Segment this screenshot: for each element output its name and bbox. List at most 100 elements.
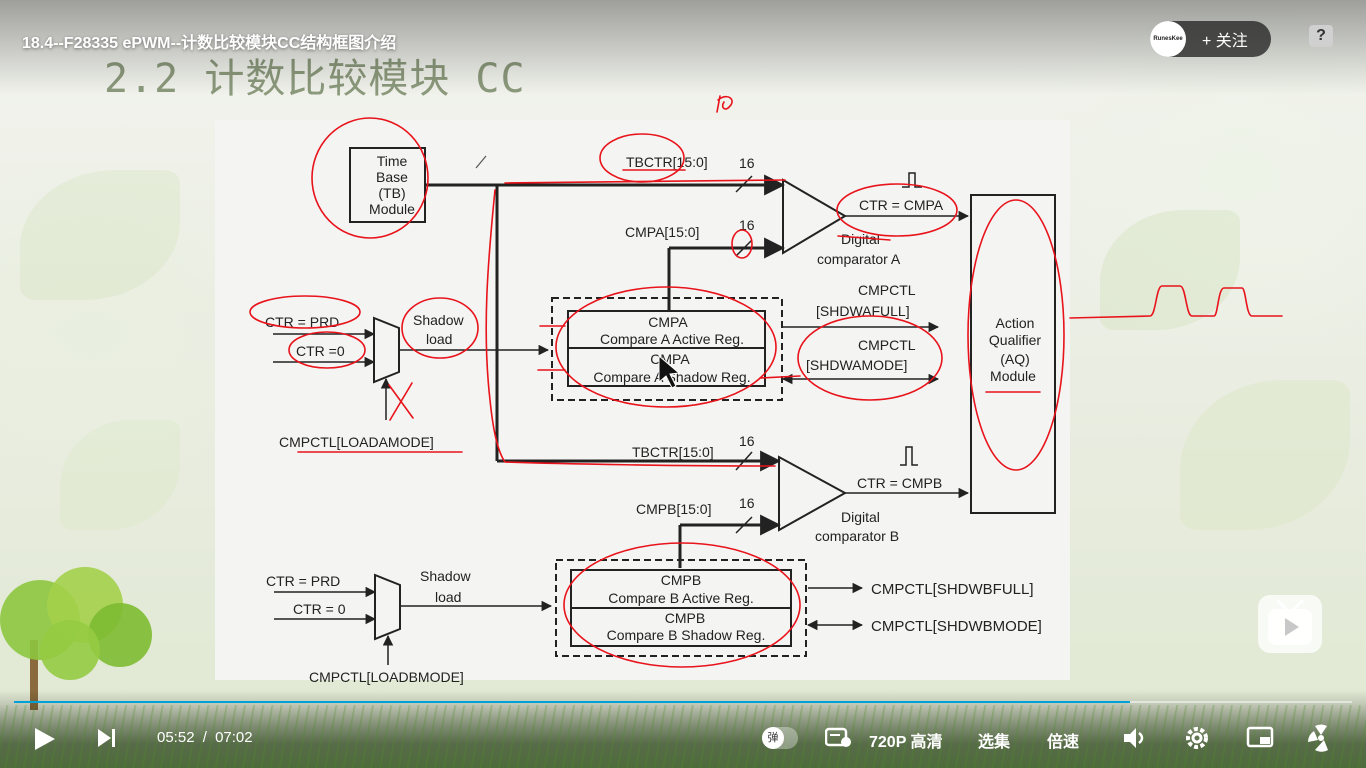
shadow-load-a-label-1: Shadow bbox=[413, 312, 464, 328]
bus-width-slash bbox=[735, 239, 753, 257]
episodes-button[interactable]: 选集 bbox=[978, 734, 1011, 751]
aq-module-label-3: (AQ) bbox=[1000, 351, 1030, 367]
annotation-circle-shdwamode bbox=[797, 315, 943, 401]
annotation-circle-tb bbox=[311, 117, 429, 239]
barrage-toggle[interactable]: 弹 bbox=[762, 727, 798, 749]
aq-module-label-2: Qualifier bbox=[989, 332, 1041, 348]
picture-in-picture-icon[interactable] bbox=[1246, 726, 1274, 750]
annotation-bus-highlight bbox=[485, 189, 776, 467]
bus-width-slash bbox=[735, 451, 753, 471]
shdwamode-label-2: [SHDWAMODE] bbox=[806, 357, 907, 373]
shadow-load-mux-a bbox=[373, 316, 400, 384]
shadow-load-a-label-2: load bbox=[426, 331, 452, 347]
bus-width-slash bbox=[735, 516, 753, 534]
shdwamode-label-1: CMPCTL bbox=[858, 337, 916, 353]
annotation-x-mark bbox=[388, 382, 414, 421]
annotation-tbctr-underline bbox=[504, 179, 786, 184]
annotation-circle-cmpa-regs bbox=[555, 286, 777, 408]
tbctr-bottom-label: TBCTR[15:0] bbox=[632, 444, 714, 460]
annotation-circle-cmpb-regs bbox=[563, 542, 801, 668]
top-overlay bbox=[0, 0, 1366, 95]
web-fullscreen-icon[interactable] bbox=[1307, 724, 1335, 752]
cmpa-register-group bbox=[551, 297, 783, 401]
pulse-symbol-a bbox=[902, 172, 922, 188]
ctr-zero-b-label: CTR = 0 bbox=[293, 601, 346, 617]
cmpb-active-sub: Compare B Active Reg. bbox=[608, 590, 754, 606]
cmpa-shadow-title: CMPA bbox=[650, 351, 690, 367]
speed-button[interactable]: 倍速 bbox=[1047, 734, 1080, 751]
cmpa-active-title: CMPA bbox=[648, 314, 688, 330]
cmpb-active-title: CMPB bbox=[661, 572, 701, 588]
slide-title: 2.2 计数比较模块 CC bbox=[104, 46, 526, 104]
follow-label: + 关注 bbox=[1202, 33, 1248, 50]
cc-block-diagram: Time Base (TB) Module TBCTR[15:0] 16 TBC… bbox=[249, 95, 1283, 685]
bus-width-cmpb-label: 16 bbox=[739, 495, 755, 511]
quality-button[interactable]: 720P 高清 bbox=[869, 734, 943, 751]
tree-decoration bbox=[0, 567, 152, 710]
next-icon[interactable] bbox=[97, 728, 117, 748]
ctr-eq-cmpa-label: CTR = CMPA bbox=[859, 197, 944, 213]
annotation-circle-ctr-prd bbox=[249, 295, 361, 329]
settings-gear-icon[interactable] bbox=[1184, 725, 1210, 751]
digital-comparator-b-label-1: Digital bbox=[841, 509, 880, 525]
digital-comparator-a-shape bbox=[782, 178, 847, 255]
cmpb-register-group bbox=[555, 559, 807, 657]
cmpa-shadow-register bbox=[567, 347, 766, 387]
volume-icon[interactable] bbox=[1122, 726, 1148, 750]
barrage-settings-icon[interactable] bbox=[825, 727, 853, 749]
shdwafull-label-1: CMPCTL bbox=[858, 282, 916, 298]
cmpa-active-sub: Compare A Active Reg. bbox=[600, 331, 744, 347]
shadow-load-mux-b bbox=[374, 573, 401, 641]
barrage-label: 弹 bbox=[762, 727, 784, 749]
current-time: 05:52 bbox=[157, 729, 195, 746]
playback-time: 05:52 / 07:02 bbox=[157, 729, 253, 746]
cmpb-shadow-sub: Compare B Shadow Reg. bbox=[607, 627, 766, 643]
annotation-digital-underline bbox=[837, 235, 891, 241]
annotation-circle-shadow-load bbox=[401, 297, 479, 359]
bus-width-bottom-label: 16 bbox=[739, 433, 755, 449]
ctr-eq-cmpb-label: CTR = CMPB bbox=[857, 475, 942, 491]
shadow-load-b-label-2: load bbox=[435, 589, 461, 605]
annotation-16-handwritten bbox=[716, 95, 733, 113]
aq-module-box bbox=[970, 194, 1056, 514]
cmpb-bus-label: CMPB[15:0] bbox=[636, 501, 711, 517]
progress-bar[interactable] bbox=[14, 701, 1352, 703]
bus-width-top-label: 16 bbox=[739, 155, 755, 171]
ctr-zero-a-label: CTR =0 bbox=[296, 343, 345, 359]
mouse-cursor-icon bbox=[658, 354, 681, 389]
annotation-arrows bbox=[537, 325, 801, 379]
aq-module-label-4: Module bbox=[990, 368, 1036, 384]
digital-comparator-a-label-2: comparator A bbox=[817, 251, 901, 267]
tb-module-label-1: Time bbox=[377, 153, 408, 169]
progress-fill bbox=[14, 701, 1130, 703]
ctr-prd-b-label: CTR = PRD bbox=[266, 573, 340, 589]
pen-cursor-mark bbox=[475, 155, 487, 169]
tb-module-label-3: (TB) bbox=[378, 185, 405, 201]
loadamode-label: CMPCTL[LOADAMODE] bbox=[279, 434, 434, 450]
uploader-avatar[interactable]: RunesKee bbox=[1150, 21, 1186, 57]
digital-comparator-b-shape bbox=[778, 455, 848, 532]
red-annotations bbox=[249, 95, 1283, 668]
help-icon[interactable]: ? bbox=[1309, 25, 1333, 47]
loadbmode-label: CMPCTL[LOADBMODE] bbox=[309, 669, 464, 685]
diagram-panel bbox=[215, 120, 1070, 680]
pulse-symbol-b bbox=[900, 446, 918, 466]
annotation-circle-aq bbox=[967, 199, 1065, 471]
time-separator: / bbox=[202, 729, 207, 746]
tb-module-label-2: Base bbox=[376, 169, 408, 185]
annotation-circle-16 bbox=[731, 229, 753, 259]
follow-button[interactable]: RunesKee + 关注 bbox=[1150, 21, 1271, 57]
grass-decoration bbox=[0, 705, 1366, 768]
shdwbmode-label: CMPCTL[SHDWBMODE] bbox=[871, 618, 1042, 635]
tb-module-label-4: Module bbox=[369, 201, 415, 217]
digital-comparator-a-label-1: Digital bbox=[841, 231, 880, 247]
bilibili-tv-icon[interactable] bbox=[1258, 595, 1322, 653]
tbctr-top-label: TBCTR[15:0] bbox=[626, 154, 708, 170]
annotation-pwm-waveform bbox=[1069, 285, 1283, 319]
play-icon[interactable] bbox=[33, 726, 57, 752]
cmpb-shadow-title: CMPB bbox=[665, 610, 705, 626]
annotation-circle-ctr-zero bbox=[288, 331, 366, 369]
annotation-circle-ctr-cmpa bbox=[836, 183, 958, 237]
shadow-load-b-label-1: Shadow bbox=[420, 568, 471, 584]
